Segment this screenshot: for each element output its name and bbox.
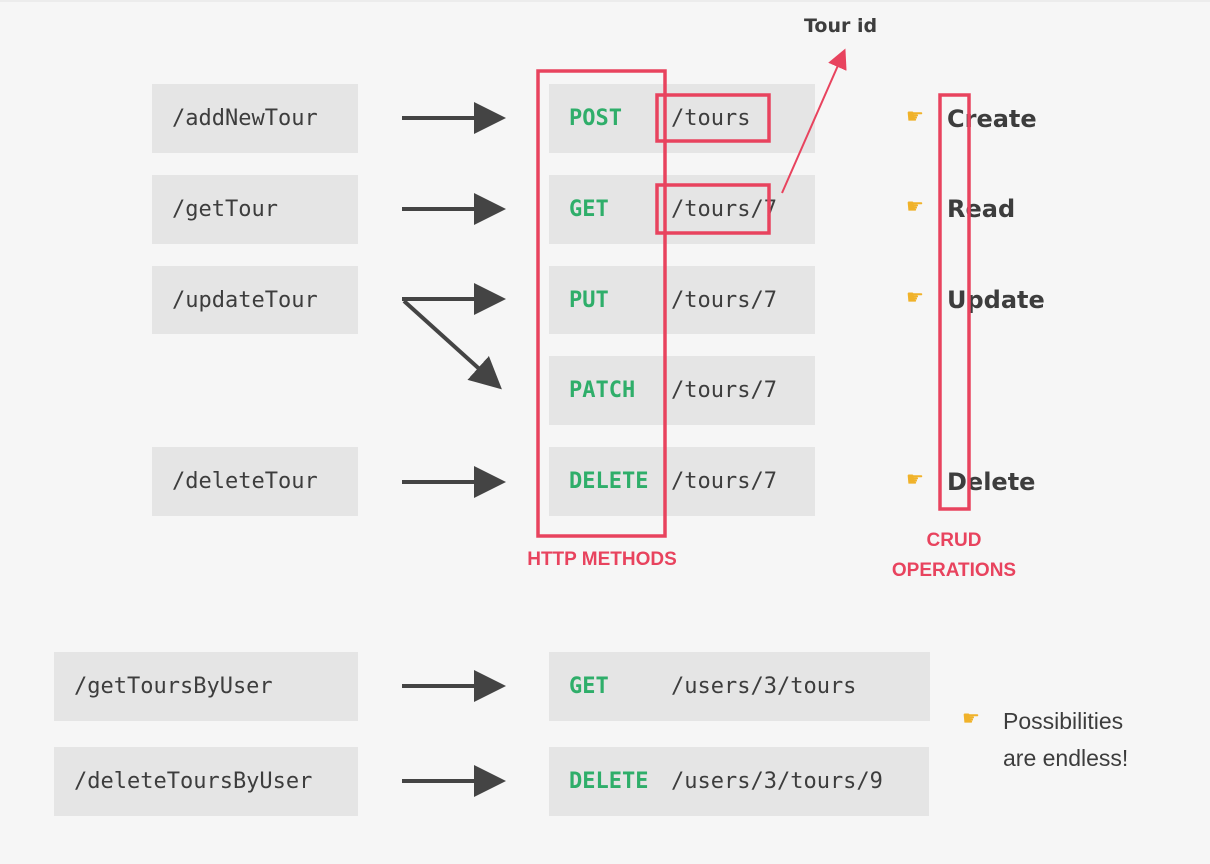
route-path: /tours/7 xyxy=(671,469,777,494)
endpoint-label: /deleteTour xyxy=(172,469,318,494)
crud-highlight xyxy=(938,93,971,511)
rest-route-put-tour: PUT /tours/7 xyxy=(549,266,815,334)
rest-route-get-user-tours: GET /users/3/tours xyxy=(549,652,930,721)
route-path: /users/3/tours/9 xyxy=(671,769,883,794)
note-line1: Possibilities xyxy=(1003,708,1124,734)
tours-path-highlight xyxy=(655,93,771,143)
tour-id-pointer-arrow xyxy=(781,48,847,194)
endpoint-delete-tours-by-user: /deleteToursByUser xyxy=(54,747,358,816)
endpoint-label: /getToursByUser xyxy=(74,674,273,699)
endpoint-label: /updateTour xyxy=(172,287,318,313)
crud-label-line2: OPERATIONS xyxy=(891,560,1017,581)
arrow-update-tour-patch xyxy=(402,299,502,390)
endpoint-label: /getTour xyxy=(172,197,278,222)
crud-label-line1: CRUD xyxy=(926,530,982,551)
rest-route-delete-tour: DELETE /tours/7 xyxy=(549,447,815,516)
tour-id-annotation: Tour id xyxy=(804,15,878,37)
note-line2: are endless! xyxy=(1003,745,1129,771)
endpoint-add-new-tour: /addNewTour xyxy=(152,84,358,153)
pointing-hand-icon: ☛ xyxy=(906,194,924,218)
route-path: /tours xyxy=(671,106,751,131)
tour-id-path-highlight xyxy=(655,183,771,235)
endpoint-label: /deleteToursByUser xyxy=(74,769,313,794)
route-path: /users/3/tours xyxy=(671,674,857,699)
http-method: DELETE xyxy=(569,469,649,494)
route-path: /tours/7 xyxy=(671,378,777,403)
pointing-hand-icon: ☛ xyxy=(906,104,924,128)
pointing-hand-icon: ☛ xyxy=(962,706,980,730)
rest-route-patch-tour: PATCH /tours/7 xyxy=(549,356,815,425)
http-method: POST xyxy=(569,106,622,131)
endpoint-delete-tour: /deleteTour xyxy=(152,447,358,516)
crud-update: Update xyxy=(947,286,1045,314)
crud-read: Read xyxy=(947,195,1016,223)
pointing-hand-icon: ☛ xyxy=(906,285,924,309)
top-divider xyxy=(0,0,1210,2)
crud-delete: Delete xyxy=(947,468,1036,496)
route-path: /tours/7 xyxy=(671,287,777,313)
crud-operations-label: CRUD OPERATIONS xyxy=(864,526,1044,586)
http-methods-label: HTTP METHODS xyxy=(527,549,677,570)
endpoint-label: /addNewTour xyxy=(172,106,318,131)
endpoint-get-tour: /getTour xyxy=(152,175,358,244)
possibilities-note: Possibilities are endless! xyxy=(1003,703,1128,777)
http-methods-highlight xyxy=(536,69,667,538)
route-path: /tours/7 xyxy=(671,197,777,222)
endpoint-update-tour: /updateTour xyxy=(152,266,358,334)
http-method: PUT xyxy=(569,287,609,313)
http-method: DELETE xyxy=(569,769,649,794)
crud-create: Create xyxy=(947,105,1037,133)
pointing-hand-icon: ☛ xyxy=(906,467,924,491)
http-method: GET xyxy=(569,674,609,699)
rest-route-delete-user-tour: DELETE /users/3/tours/9 xyxy=(549,747,929,816)
http-method: GET xyxy=(569,197,609,222)
endpoint-get-tours-by-user: /getToursByUser xyxy=(54,652,358,721)
http-method: PATCH xyxy=(569,378,636,403)
